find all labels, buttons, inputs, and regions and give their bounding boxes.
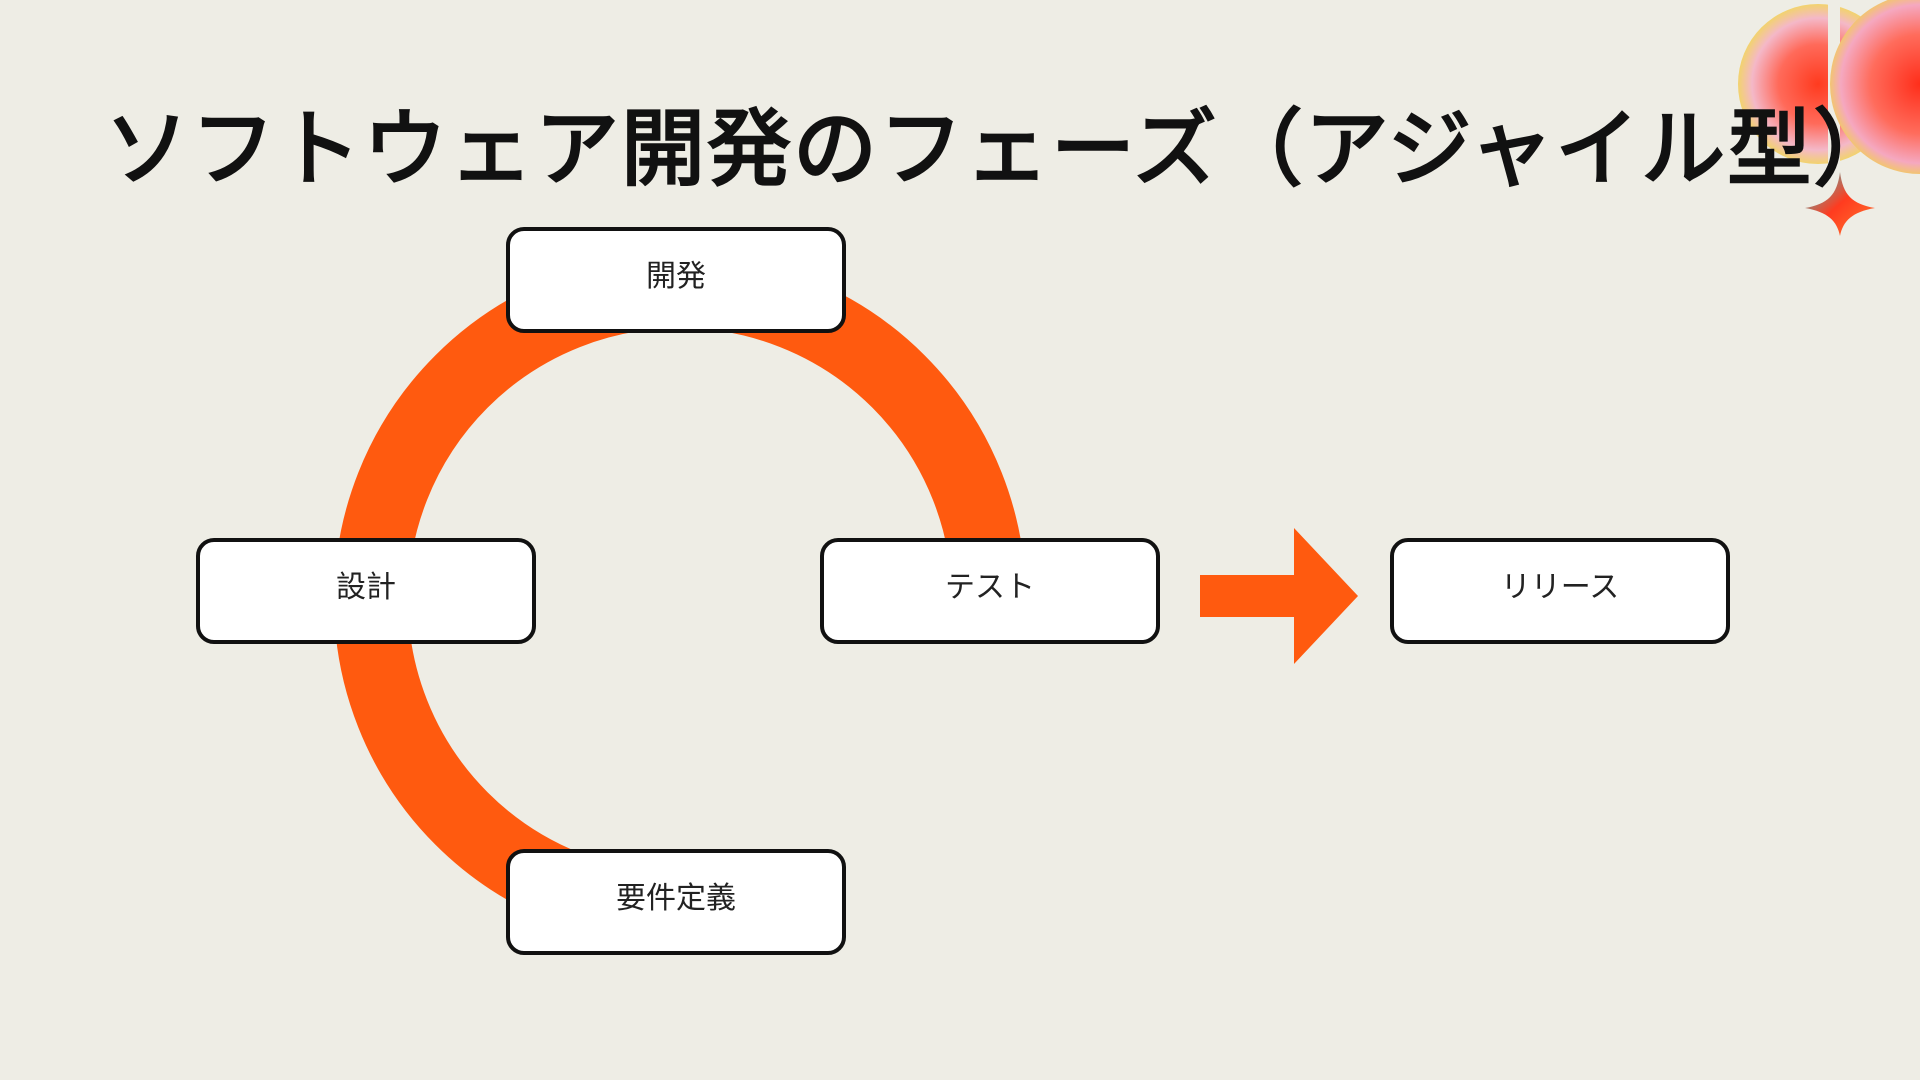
- slide-title: ソフトウェア開発のフェーズ（アジャイル型）: [105, 100, 1900, 198]
- phase-box-requirements: 要件定義: [506, 849, 846, 955]
- sparkle-icon: [1805, 172, 1875, 236]
- release-arrow-icon: [1200, 528, 1358, 664]
- phase-box-test: テスト: [820, 538, 1160, 644]
- phase-box-development: 開発: [506, 227, 846, 333]
- yellow-circle-icon: [1830, 0, 1920, 174]
- phase-box-release: リリース: [1390, 538, 1730, 644]
- phase-box-design: 設計: [196, 538, 536, 644]
